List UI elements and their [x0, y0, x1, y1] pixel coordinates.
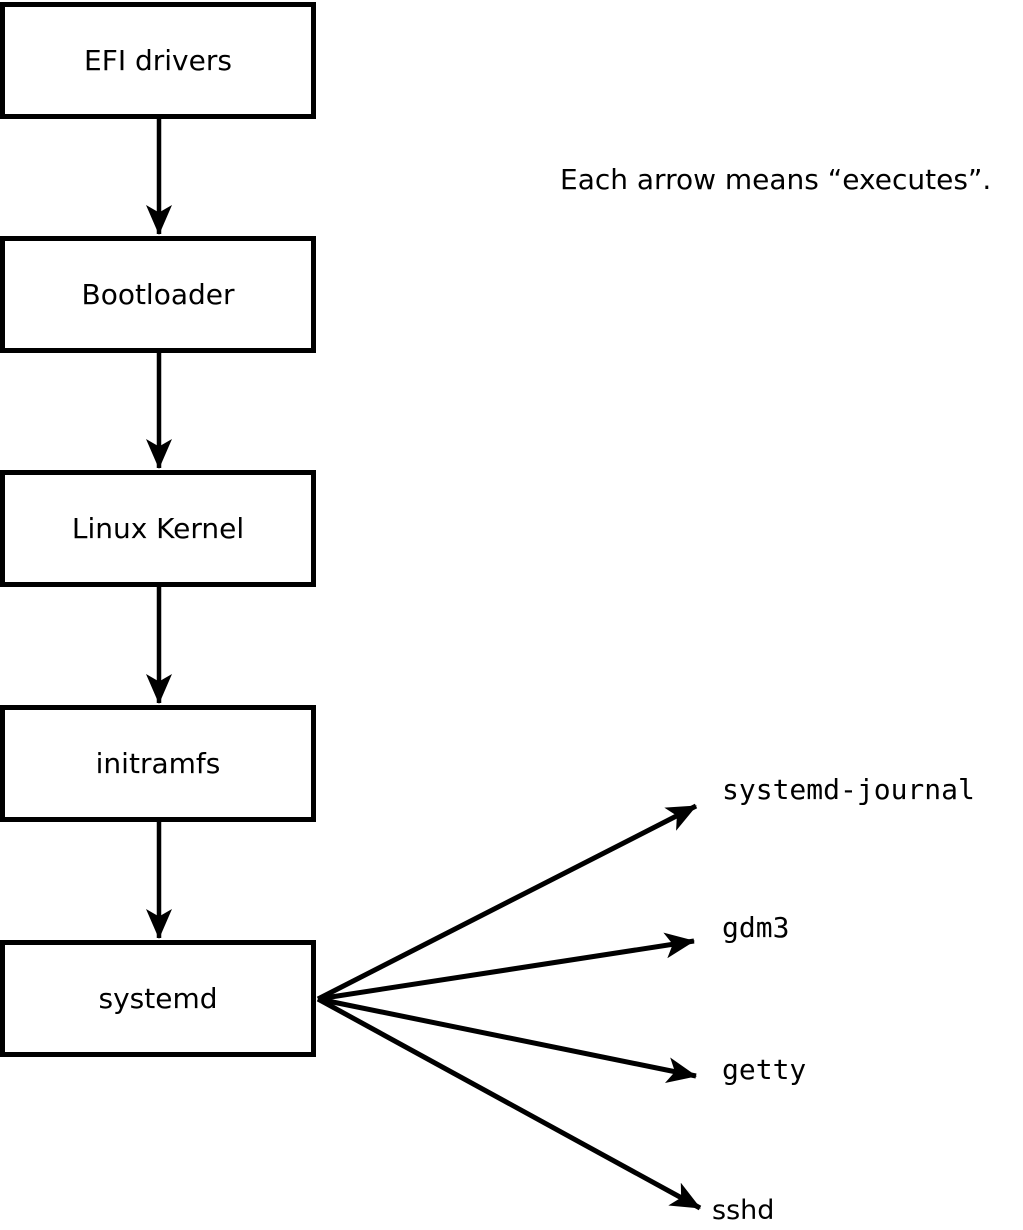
flow-box-label: EFI drivers — [84, 43, 232, 77]
diagram-caption: Each arrow means “executes”. — [560, 163, 992, 196]
flow-box-label: systemd — [98, 981, 218, 1015]
flow-box-linux-kernel: Linux Kernel — [0, 470, 316, 587]
arrow-systemd-to-sshd — [316, 996, 702, 1211]
service-label-sshd: sshd — [712, 1195, 775, 1226]
service-label-gdm3: gdm3 — [722, 911, 790, 944]
flow-box-efi-drivers: EFI drivers — [0, 2, 316, 119]
flow-box-label: Linux Kernel — [71, 511, 245, 545]
service-label-systemd-journal: systemd-journal — [722, 773, 975, 806]
service-label-getty: getty — [722, 1053, 807, 1086]
arrow-systemd-to-getty — [317, 996, 697, 1083]
arrow-systemd-to-systemd-journal — [316, 803, 698, 1002]
flow-box-initramfs: initramfs — [0, 705, 316, 822]
flow-box-systemd: systemd — [0, 940, 316, 1057]
flow-box-label: Bootloader — [81, 277, 235, 311]
flow-box-bootloader: Bootloader — [0, 236, 316, 353]
flow-box-label: initramfs — [95, 746, 221, 780]
arrow-systemd-to-gdm3 — [317, 932, 695, 1002]
